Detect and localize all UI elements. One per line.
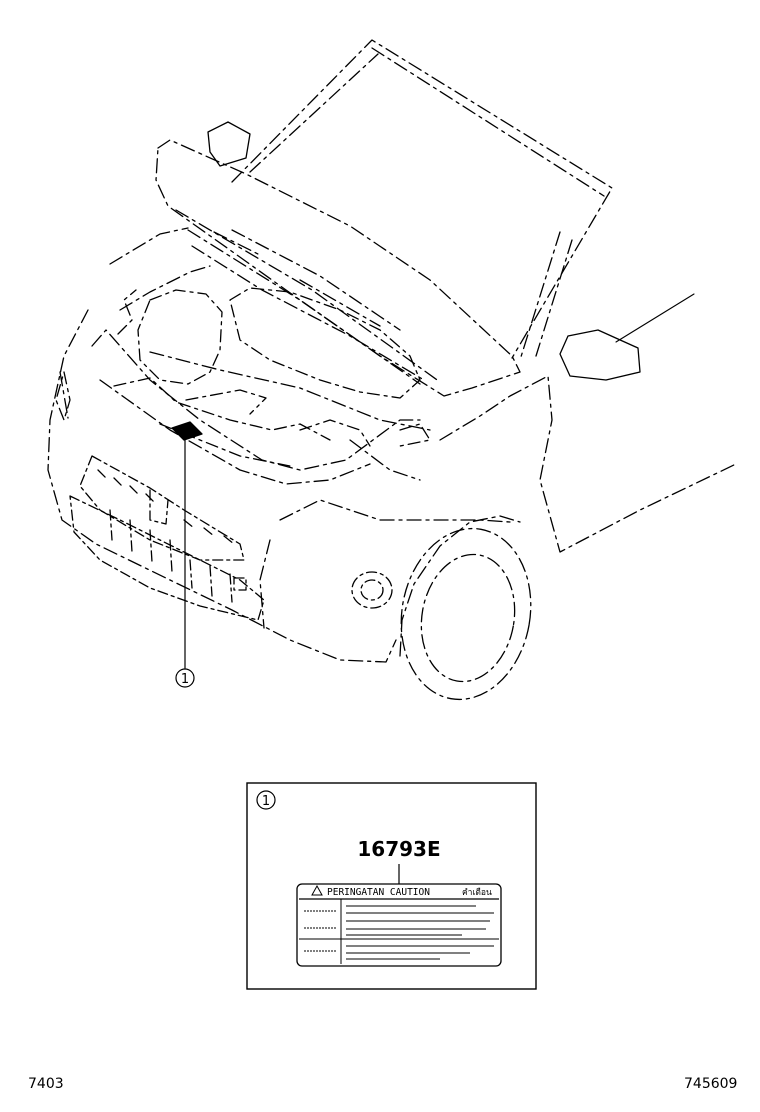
part-number: 16793E bbox=[357, 837, 440, 861]
warning-triangle-icon bbox=[311, 884, 323, 896]
caution-label-thai: คำเตือน bbox=[462, 887, 492, 898]
engine-bay bbox=[113, 287, 431, 467]
caution-label-header: PERINGATAN CAUTION bbox=[327, 887, 430, 898]
windshield-outline bbox=[231, 39, 613, 359]
detail-callout-circle bbox=[256, 790, 276, 810]
body-outline bbox=[47, 227, 737, 663]
diagram-code-left: 7403 bbox=[28, 1076, 64, 1092]
caution-label-text-lines bbox=[304, 905, 494, 960]
detail-callout-number: 1 bbox=[262, 794, 270, 809]
fog-light bbox=[351, 571, 393, 609]
front-grille bbox=[69, 455, 265, 621]
callout-1: 1 bbox=[175, 668, 195, 688]
callout-1-number: 1 bbox=[181, 672, 189, 687]
diagram-code-right: 745609 bbox=[684, 1076, 738, 1092]
left-side-mirror bbox=[207, 121, 251, 167]
car-illustration bbox=[47, 39, 737, 701]
caution-label: PERINGATAN CAUTION คำเตือน bbox=[296, 883, 502, 967]
open-hood bbox=[155, 139, 573, 397]
front-wheel bbox=[399, 515, 532, 701]
detail-box: 1 16793E PERINGATAN CAUTION คำเตือน bbox=[246, 782, 537, 990]
headlight bbox=[55, 371, 71, 421]
right-side-mirror bbox=[559, 329, 641, 381]
label-location-marker bbox=[171, 421, 203, 441]
